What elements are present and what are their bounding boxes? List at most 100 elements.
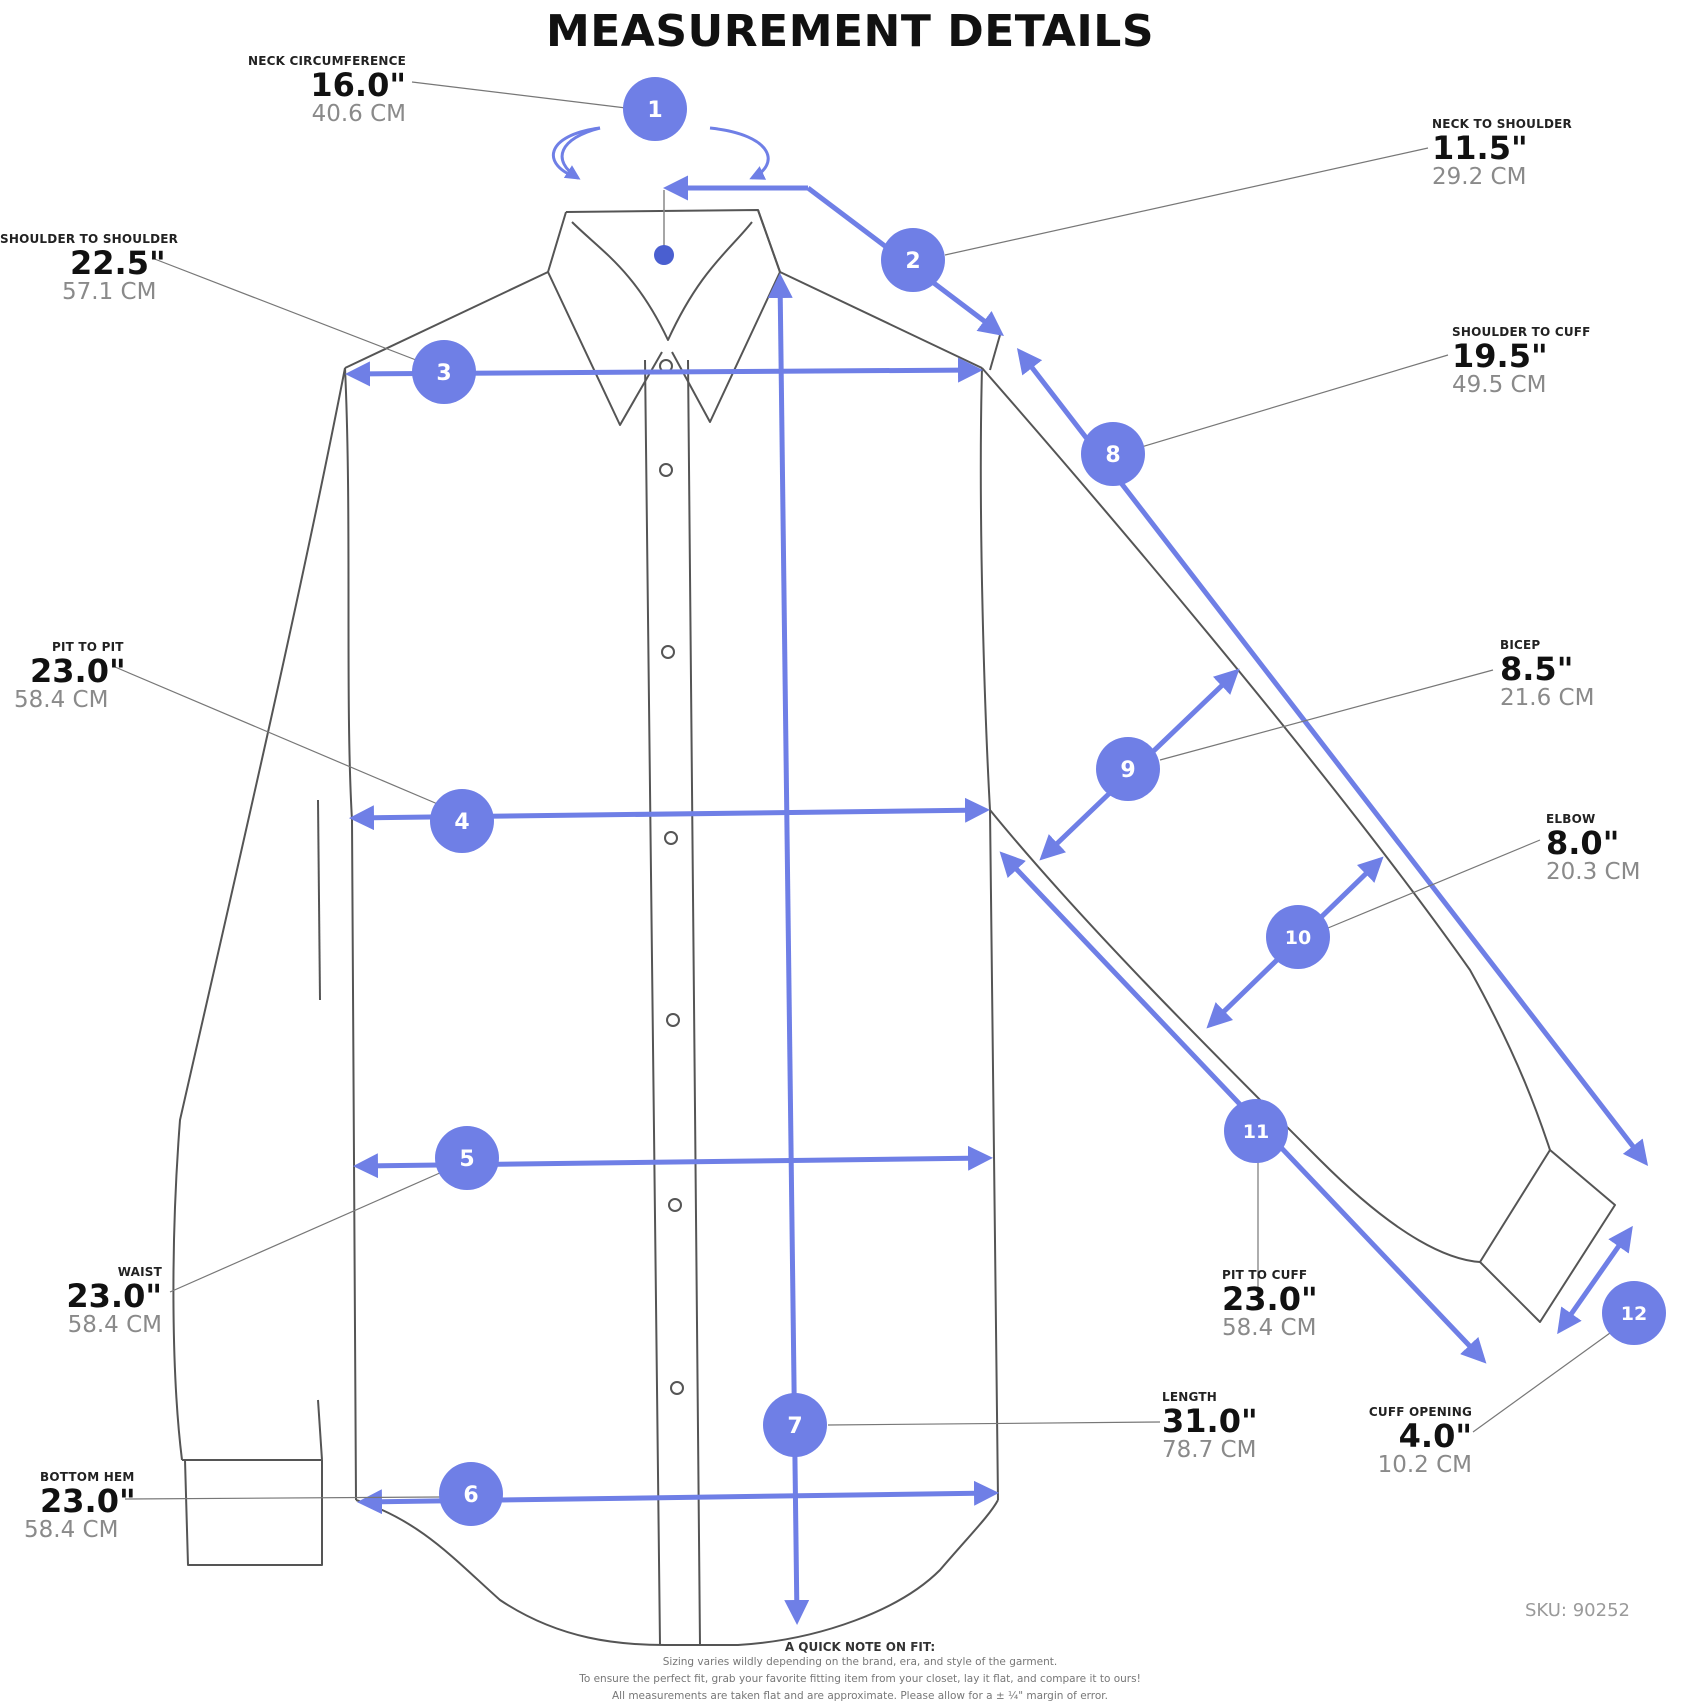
shirt-right-cuff [1479,1149,1616,1323]
badge-7: 7 [763,1393,827,1457]
measurement-inches: 23.0" [40,1482,136,1520]
measurement-pit-to-cuff: PIT TO CUFF 23.0" 58.4 CM [1222,1268,1318,1340]
svg-text:3: 3 [436,361,451,386]
measurement-bicep: BICEP 8.5" 21.6 CM [1500,638,1594,710]
measurement-inches: 11.5" [1432,129,1528,167]
measurement-cm: 57.1 CM [62,279,157,305]
shirt-button [659,463,673,477]
measurement-cm: 58.4 CM [24,1517,119,1543]
badge-6: 6 [439,1462,503,1526]
svg-text:6: 6 [463,1483,478,1508]
measurement-neck-to-shoulder: NECK TO SHOULDER 11.5" 29.2 CM [1432,117,1572,189]
measurement-inches: 8.0" [1546,824,1620,862]
arrow-shoulder-to-cuff [1016,348,1649,1166]
svg-text:5: 5 [459,1147,474,1172]
shirt-collar-back [565,209,781,273]
arrow-cuff-opening [1557,1225,1633,1335]
shirt-shoulder-left [344,271,549,369]
fit-note-line: To ensure the perfect fit, grab your fav… [579,1673,1141,1685]
shirt-button [668,1198,682,1212]
svg-text:2: 2 [905,249,920,274]
measurement-cm: 78.7 CM [1162,1437,1257,1463]
svg-text:8: 8 [1105,443,1120,468]
badge-1: 1 [623,77,687,141]
fit-note: A QUICK NOTE ON FIT: Sizing varies wildl… [520,1640,1200,1705]
arrow-neck-circumference-left [560,126,601,180]
shirt-collar-inner [571,221,753,341]
fit-note-line: All measurements are taken flat and are … [611,1690,1109,1702]
shirt-left-sleeve-inner [317,799,321,1001]
badge-4: 4 [430,789,494,853]
svg-text:7: 7 [787,1414,802,1439]
measurement-label: SHOULDER TO CUFF [1452,325,1591,339]
measurement-label: SHOULDER TO SHOULDER [0,232,179,246]
measurement-waist: WAIST 23.0" 58.4 CM [60,1265,162,1337]
svg-text:10: 10 [1285,927,1311,949]
leader-9 [1159,669,1494,761]
badge-12: 12 [1602,1281,1666,1345]
shirt-collar-left [547,211,663,426]
measurement-cm: 29.2 CM [1432,164,1527,190]
shirt-button [666,1013,680,1027]
measurement-length: LENGTH 31.0" 78.7 CM [1162,1390,1258,1462]
fit-note-heading: A QUICK NOTE ON FIT: [784,1640,936,1654]
measurement-inches: 31.0" [1162,1402,1258,1440]
page-title: MEASUREMENT DETAILS [545,6,1155,57]
leader-6 [124,1496,441,1500]
measurement-label: WAIST [117,1265,162,1279]
measurement-cm: 58.4 CM [67,1312,162,1338]
measurement-label: BICEP [1500,638,1541,652]
measurement-elbow: ELBOW 8.0" 20.3 CM [1546,812,1640,884]
neck-center-dot [654,245,674,265]
shirt-hem [355,1499,999,1646]
leader-5 [169,1171,443,1293]
leader-8 [1137,354,1449,449]
shirt-left-cuff [182,1399,323,1566]
shirt-shoulder-right [779,271,983,369]
badge-5: 5 [435,1126,499,1190]
badge-3: 3 [412,340,476,404]
badge-10: 10 [1266,905,1330,969]
badge-9: 9 [1096,737,1160,801]
measurement-shoulder-to-cuff: SHOULDER TO CUFF 19.5" 49.5 CM [1452,325,1591,397]
leader-4 [114,666,441,806]
measurement-neck-circumference: NECK CIRCUMFERENCE 16.0" 40.6 CM [230,54,406,126]
svg-text:12: 12 [1621,1303,1647,1325]
measurement-cm: 20.3 CM [1546,859,1641,885]
measurement-label: LENGTH [1162,1390,1217,1404]
measurement-inches: 23.0" [30,652,126,690]
measurement-cm: 58.4 CM [14,687,109,713]
measurement-cuff-opening: CUFF OPENING 4.0" 10.2 CM [1360,1405,1472,1477]
leader-1 [411,81,627,109]
measurement-cm: 40.6 CM [311,101,406,127]
shirt-collar-right [671,209,781,423]
shirt-buttons [659,359,684,1395]
measurement-label: CUFF OPENING [1368,1405,1472,1419]
measurement-label: BOTTOM HEM [40,1470,135,1484]
measurement-label: PIT TO CUFF [1222,1268,1308,1282]
sku-label: SKU: 90252 [1525,1600,1630,1621]
measurement-inches: 8.5" [1500,650,1574,688]
leader-12 [1472,1332,1611,1433]
svg-text:4: 4 [454,810,469,835]
measurement-bottom-hem: BOTTOM HEM 23.0" 58.4 CM [24,1470,136,1542]
fit-note-line: Sizing varies wildly depending on the br… [662,1656,1058,1668]
measurement-shoulder-to-shoulder: SHOULDER TO SHOULDER 22.5" 57.1 CM [0,232,179,305]
shirt-body-right [979,367,999,1501]
leader-7 [827,1421,1161,1426]
measurement-cm: 10.2 CM [1377,1452,1472,1478]
leader-lines [114,81,1611,1500]
svg-text:1: 1 [647,98,662,123]
measurement-label: PIT TO PIT [52,640,124,654]
shirt-body-left [344,367,357,1501]
shirt-right-sleeve-outer [981,367,1551,1151]
leader-2 [944,147,1429,256]
shirt-button [664,831,678,845]
shirt-shoulder-seam [989,334,1001,371]
shirt-placket [644,359,701,1646]
measurement-inches: 23.0" [1222,1280,1318,1318]
measurement-label: NECK TO SHOULDER [1432,117,1572,131]
measurement-cm: 58.4 CM [1222,1315,1317,1341]
